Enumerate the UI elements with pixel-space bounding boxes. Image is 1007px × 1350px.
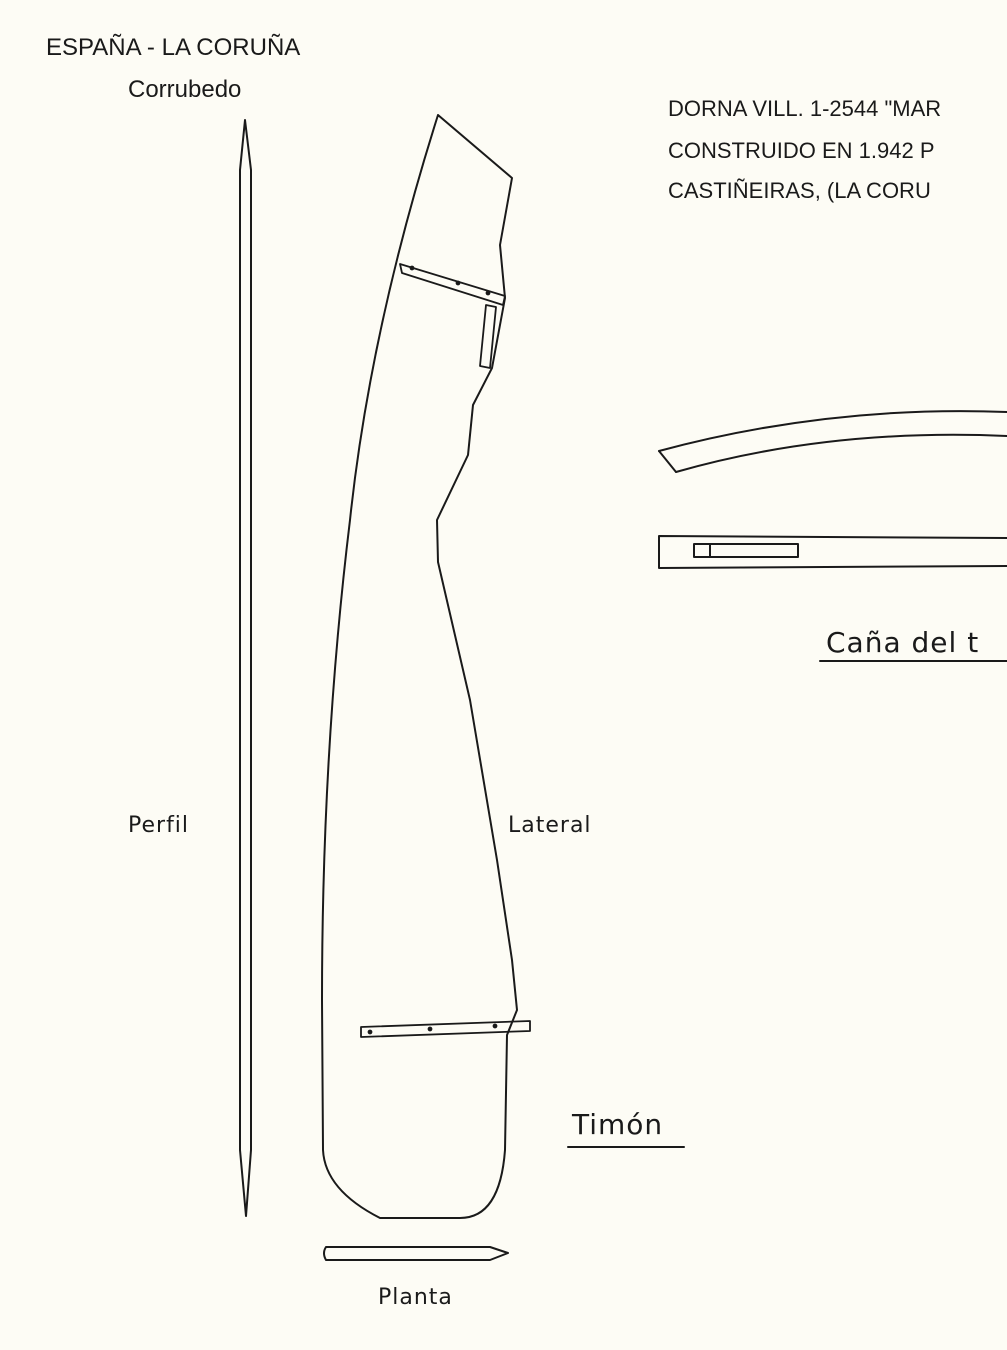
label-planta: Planta (378, 1285, 453, 1310)
lower-fitting-strap (360, 1020, 531, 1038)
vessel-info-line-1: DORNA VILL. 1-2544 "MAR (668, 96, 942, 121)
place-subtitle: Corrubedo (128, 76, 242, 103)
label-perfil: Perfil (128, 813, 190, 838)
vessel-info-line-3: CASTIÑEIRAS, (LA CORU (668, 178, 931, 203)
tiller-plan-view (658, 535, 1007, 569)
tiller-side-view (658, 410, 1007, 473)
vessel-info-line-2: CONSTRUIDO EN 1.942 P (668, 138, 935, 163)
upper-fitting-strap (399, 263, 506, 369)
label-timon: Timón (572, 1108, 664, 1141)
label-lateral: Lateral (508, 813, 592, 838)
rudder-profile-view (239, 119, 252, 1217)
rudder-lateral-view (321, 114, 518, 1219)
rudder-plan-view (323, 1246, 509, 1261)
label-cana-del-timon: Caña del t (826, 626, 980, 659)
region-title: ESPAÑA - LA CORUÑA (46, 34, 301, 61)
